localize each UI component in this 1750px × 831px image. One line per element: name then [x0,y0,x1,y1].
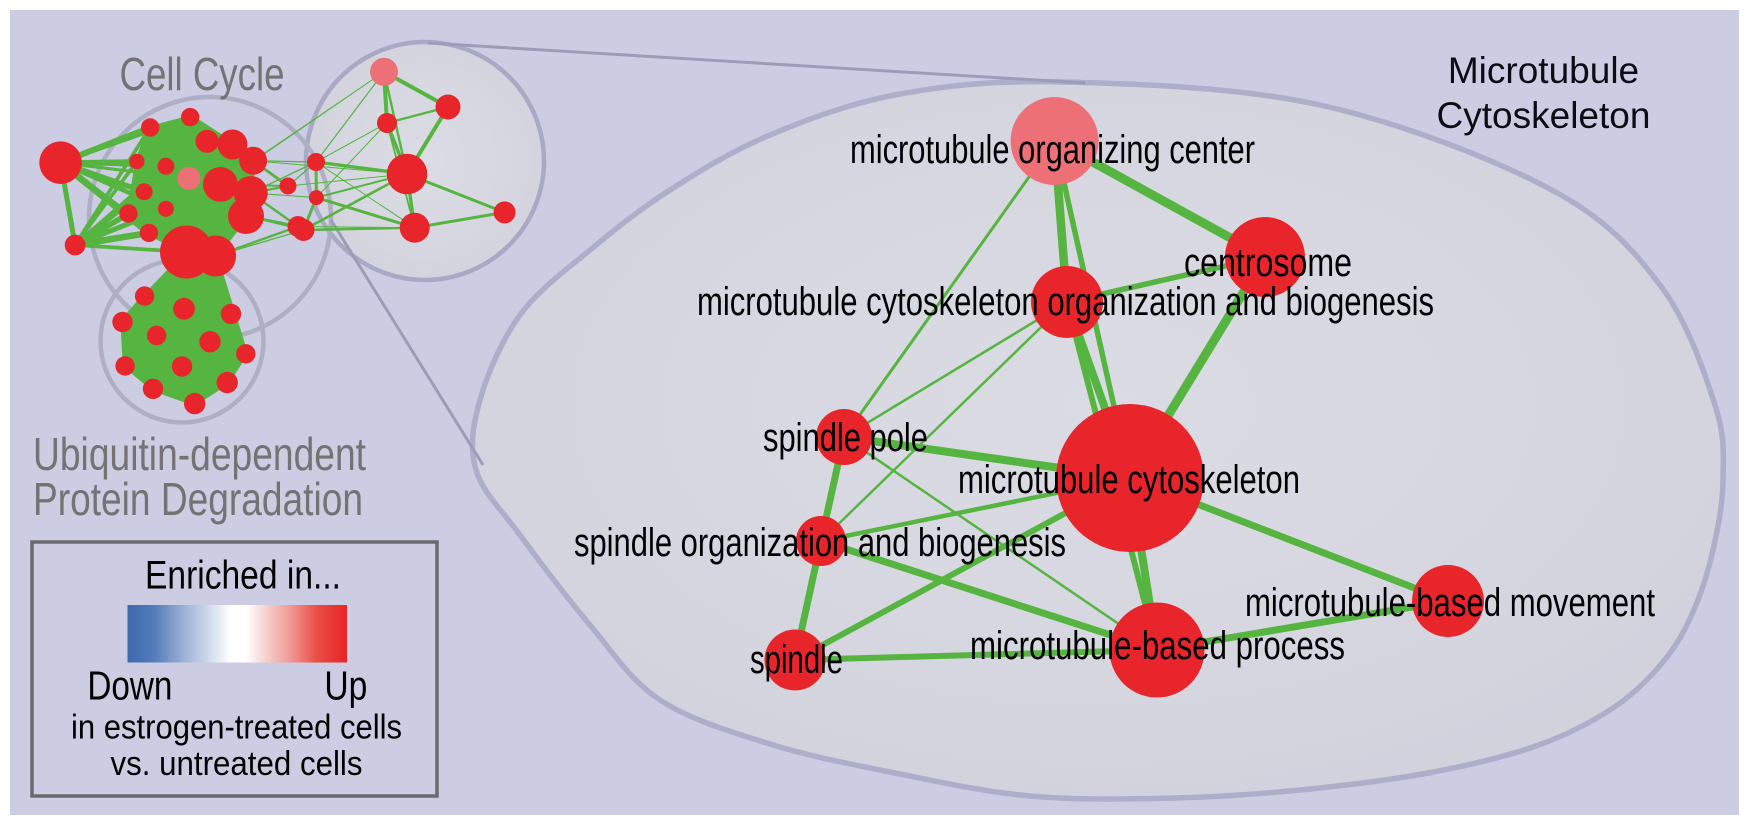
svg-text:Cell Cycle: Cell Cycle [120,48,285,100]
svg-text:Up: Up [324,663,367,709]
svg-text:spindle pole: spindle pole [763,416,928,460]
svg-text:centrosome: centrosome [1184,241,1352,285]
svg-text:Cytoskeleton: Cytoskeleton [1437,95,1651,136]
svg-text:spindle: spindle [750,638,843,682]
svg-text:Down: Down [87,663,172,709]
svg-text:Enriched in...: Enriched in... [145,554,341,598]
svg-text:Microtubule: Microtubule [1448,50,1639,91]
svg-text:microtubule-based process: microtubule-based process [970,624,1345,668]
svg-text:microtubule organizing center: microtubule organizing center [850,128,1255,172]
svg-text:spindle organization and bioge: spindle organization and biogenesis [574,521,1066,565]
svg-text:microtubule-based movement: microtubule-based movement [1245,581,1655,625]
svg-text:Protein Degradation: Protein Degradation [33,473,363,525]
svg-text:microtubule cytoskeleton organ: microtubule cytoskeleton organization an… [697,280,1434,324]
svg-text:in estrogen-treated cells: in estrogen-treated cells [71,709,402,747]
svg-text:vs. untreated cells: vs. untreated cells [111,745,363,783]
svg-text:microtubule cytoskeleton: microtubule cytoskeleton [958,458,1300,502]
